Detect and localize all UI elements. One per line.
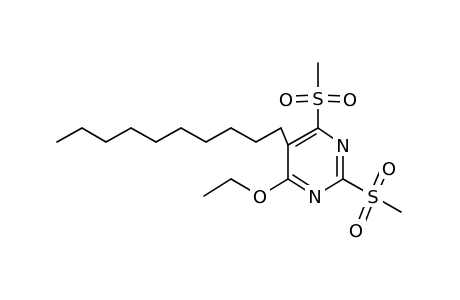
octyl-bond-2: [81, 127, 107, 143]
oxygen-bottom-up-label: O: [382, 159, 396, 180]
atom-labels: S O O N N S O O O: [250, 87, 399, 242]
octyl-bond-9: [255, 127, 282, 143]
octyl-bond-7: [205, 127, 232, 143]
octyl-bond-8: [230, 127, 257, 143]
sulfur-bottom-label: S: [367, 187, 378, 208]
ethoxy-group: [203, 178, 289, 197]
nitrogen-ring-bottom-label: N: [308, 187, 321, 208]
octyl-bond-4: [130, 127, 157, 143]
ring-double-bond-c5-c6: [295, 133, 317, 147]
ch2-ch3-bond: [203, 178, 232, 197]
octyl-bond-3: [105, 127, 132, 143]
oxygen-bottom-down-label: O: [349, 221, 363, 242]
octyl-bond-1: [56, 127, 83, 143]
octyl-bond-5: [155, 127, 182, 143]
oxygen-top-left-label: O: [279, 90, 293, 111]
octyl-chain: [56, 127, 289, 146]
octyl-bond-6: [180, 127, 207, 143]
nitrogen-ring-top-label: N: [336, 136, 349, 157]
oxygen-top-right-label: O: [343, 90, 357, 111]
ring-bond-c5-c6: [287, 127, 319, 146]
sulfur-top-label: S: [312, 89, 323, 110]
octyl-bond-10: [280, 127, 289, 146]
oxygen-ethoxy-label: O: [253, 187, 267, 208]
